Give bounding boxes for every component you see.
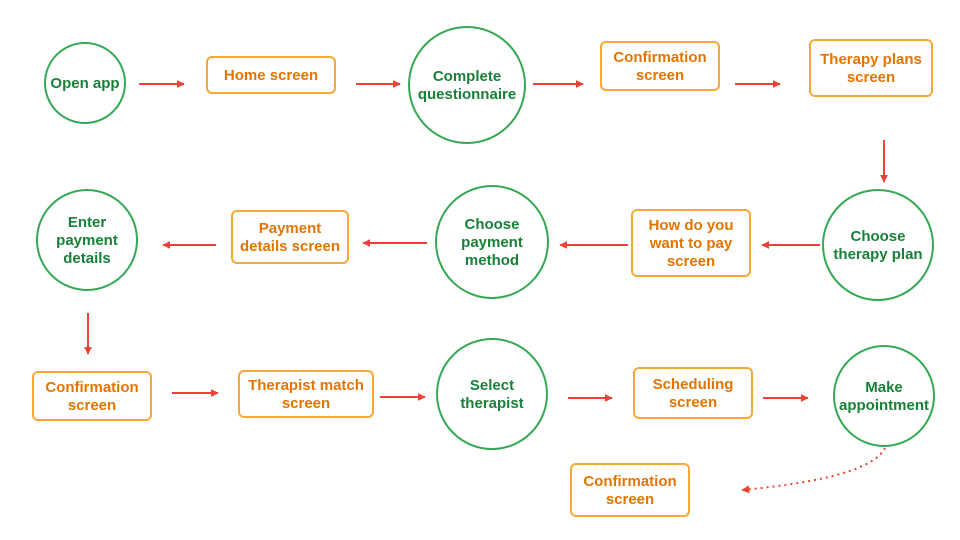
node-label-line: payment (461, 234, 523, 251)
node-label-line: details screen (240, 238, 340, 255)
node-label-line: Open app (50, 75, 119, 92)
node-label-line: Scheduling (653, 376, 734, 393)
node-label-line: screen (282, 395, 330, 412)
node-label-line: Complete (433, 68, 501, 85)
screen-box (600, 41, 720, 91)
node-label-line: Select (470, 377, 514, 394)
node-label-line: Confirmation (583, 473, 676, 490)
action-circle (408, 26, 526, 144)
node-label-line: details (63, 250, 111, 267)
action-circle (44, 42, 126, 124)
node-label-line: screen (636, 67, 684, 84)
node-label-line: screen (667, 253, 715, 270)
node-label-line: Confirmation (613, 49, 706, 66)
nodes: Open app Home screen Completequestionnaire… (32, 26, 935, 517)
node-label-line: Choose (464, 216, 519, 233)
screen-box (231, 210, 349, 264)
node-label-line: Make (865, 379, 903, 396)
node-label-line: Home screen (224, 67, 318, 84)
node-label-line: Payment (259, 220, 322, 237)
node-label-line: Enter (68, 214, 107, 231)
arrow-make-appointment-to-confirmation-screen-3 (741, 447, 886, 494)
node-label-line: payment (56, 232, 118, 249)
node-label-line: screen (847, 69, 895, 86)
node-label-line: want to pay (649, 235, 733, 252)
screen-box (206, 56, 336, 94)
node-label-line: therapist (460, 395, 523, 412)
action-circle (833, 345, 935, 447)
screen-box (809, 39, 933, 97)
node-label-line: Therapist match (248, 377, 364, 394)
node-label-line: Confirmation (45, 379, 138, 396)
node-label-line: Choose (850, 228, 905, 245)
node-label-line: therapy plan (833, 246, 922, 263)
node-label-line: screen (669, 394, 717, 411)
node-label-line: screen (606, 491, 654, 508)
node-home-screen: Home screen (206, 56, 336, 94)
node-label-line: screen (68, 397, 116, 414)
node-open-app: Open app (44, 42, 126, 124)
edges (84, 80, 888, 494)
node-label-line: method (465, 252, 519, 269)
action-circle (822, 189, 934, 301)
screen-box (32, 371, 152, 421)
action-circle (36, 189, 138, 291)
screen-box (238, 370, 374, 418)
action-circle (436, 338, 548, 450)
screen-box (570, 463, 690, 517)
node-label-line: appointment (839, 397, 929, 414)
screen-box (631, 209, 751, 277)
node-label-line: questionnaire (418, 86, 516, 103)
node-label-line: How do you (649, 217, 734, 234)
action-circle (435, 185, 549, 299)
screen-box (633, 367, 753, 419)
node-label-line: Therapy plans (820, 51, 922, 68)
